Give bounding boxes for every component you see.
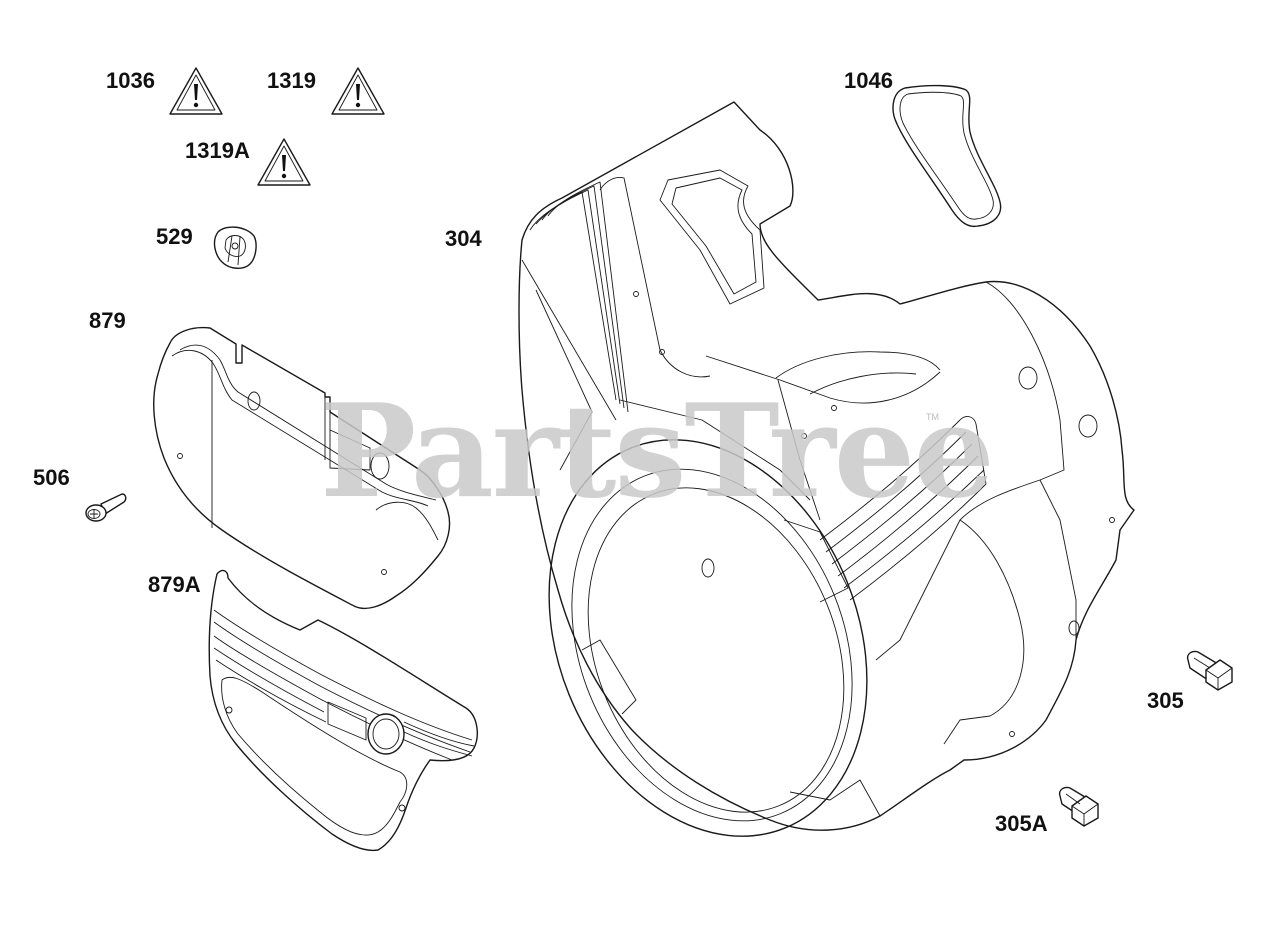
cover-879A[interactable] [208,569,478,852]
part-label-879A[interactable]: 879A [148,572,201,597]
baffle-879[interactable] [153,326,451,610]
bolt-305[interactable] [1186,650,1233,691]
warning-triangle-icon[interactable] [331,67,385,115]
part-label-506[interactable]: 506 [33,465,70,490]
warning-triangle-icon[interactable] [169,67,223,115]
part-label-879[interactable]: 879 [89,308,126,333]
grommet-529[interactable] [213,226,257,269]
part-label-305A[interactable]: 305A [995,811,1048,836]
screw-506[interactable] [85,493,127,522]
part-label-1319A[interactable]: 1319A [185,138,250,163]
part-label-529[interactable]: 529 [156,224,193,249]
watermark-trademark: TM [926,412,939,422]
part-label-304[interactable]: 304 [445,226,482,251]
bolt-305A[interactable] [1058,786,1099,827]
part-label-305[interactable]: 305 [1147,688,1184,713]
watermark: PartsTree [320,377,995,527]
warning-triangle-icon[interactable] [257,138,311,186]
part-label-1036[interactable]: 1036 [106,68,155,93]
gasket-1046[interactable] [892,84,1002,228]
part-label-1046[interactable]: 1046 [844,68,893,93]
blower-housing-304[interactable] [492,101,1135,884]
part-label-1319[interactable]: 1319 [267,68,316,93]
